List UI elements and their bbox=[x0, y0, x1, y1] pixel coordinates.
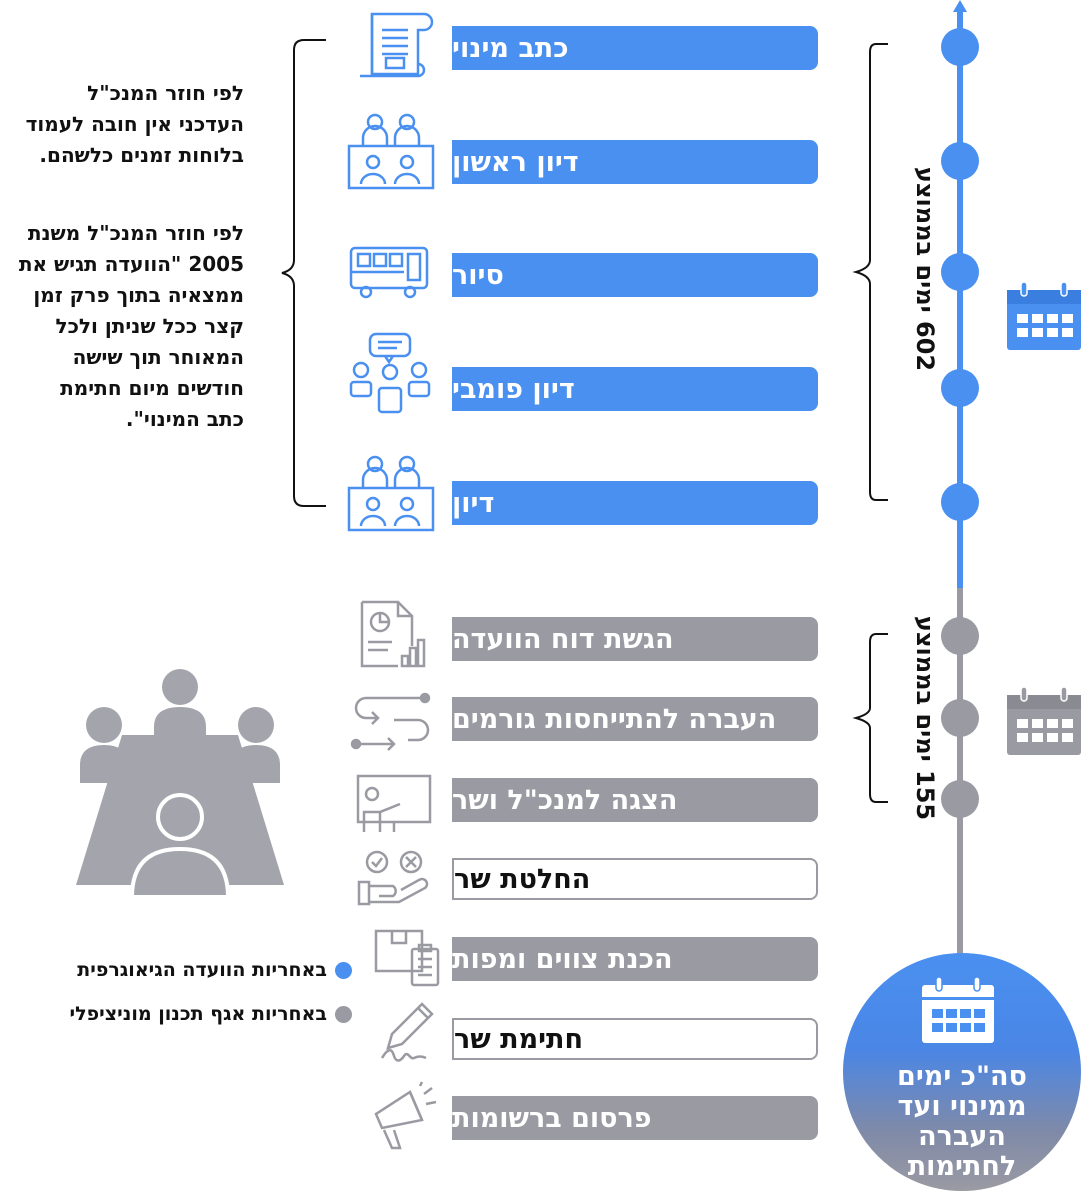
stage-transfer-for-comments: העברה להתייחסות גורמים bbox=[452, 697, 818, 741]
scroll-document-icon bbox=[360, 12, 434, 78]
stage-public-discussion: דיון פומבי bbox=[452, 367, 818, 411]
transfer-arrows-icon bbox=[350, 692, 431, 751]
presentation-board-icon bbox=[356, 774, 432, 832]
duration-blue: 602 ימים בממוצע bbox=[911, 166, 939, 372]
timeline-dot bbox=[941, 369, 979, 407]
timeline-line-gray bbox=[957, 588, 963, 968]
meeting-table-icon bbox=[76, 669, 284, 899]
stage-label: הגשת דוח הוועדה bbox=[452, 623, 674, 655]
side-note-paragraph: לפי חוזר המנכ"ל העדכני אין חובה לעמוד בל… bbox=[25, 81, 244, 167]
stage-label: העברה להתייחסות גורמים bbox=[452, 703, 777, 735]
total-days-label: סה"כ ימים ממינוי ועד העברה לחתימות bbox=[897, 1061, 1027, 1182]
legend-dot bbox=[335, 1005, 352, 1023]
stage-label: סיור bbox=[452, 259, 504, 291]
committee-meeting-icon bbox=[347, 113, 435, 190]
calendar-icon bbox=[922, 976, 994, 1043]
stage-first-discussion: דיון ראשון bbox=[452, 140, 818, 184]
timeline-dot bbox=[941, 617, 979, 655]
stage-label: פרסום ברשומות bbox=[452, 1102, 652, 1134]
committee-meeting-icon bbox=[347, 455, 435, 532]
timeline-line-blue bbox=[957, 8, 963, 588]
calendar-icon bbox=[1007, 686, 1081, 755]
right-brace bbox=[852, 633, 888, 803]
timeline-arrow-head bbox=[953, 0, 967, 12]
clipboard-box-icon bbox=[374, 929, 440, 987]
legend-label: באחריות אגף תכנון מוניציפלי bbox=[69, 1003, 327, 1025]
stage-orders-maps: הכנת צווים ומפות bbox=[452, 937, 818, 981]
report-chart-icon bbox=[360, 600, 426, 668]
timeline-dot bbox=[941, 253, 979, 291]
legend-label: באחריות הוועדה הגיאוגרפית bbox=[77, 959, 327, 981]
pen-signature-icon bbox=[380, 1002, 434, 1062]
decision-hand-icon bbox=[357, 850, 429, 906]
stage-label: החלטת שר bbox=[454, 863, 591, 895]
stage-committee-report: הגשת דוח הוועדה bbox=[452, 617, 818, 661]
stage-minister-signature: חתימת שר bbox=[452, 1018, 818, 1060]
stage-tour: סיור bbox=[452, 253, 818, 297]
legend-dot bbox=[335, 961, 352, 979]
side-note-paragraph: לפי חוזר המנכ"ל משנת 2005 "הוועדה תגיש א… bbox=[18, 221, 244, 431]
stage-label: דיון ראשון bbox=[452, 146, 579, 178]
public-discussion-icon bbox=[349, 332, 431, 414]
stage-appointment-letter: כתב מינוי bbox=[452, 26, 818, 70]
bus-icon bbox=[349, 246, 429, 299]
stage-minister-decision: החלטת שר bbox=[452, 858, 818, 900]
timeline-dot bbox=[941, 780, 979, 818]
stage-publication: פרסום ברשומות bbox=[452, 1096, 818, 1140]
stage-label: דיון פומבי bbox=[452, 373, 575, 405]
timeline-dot bbox=[941, 28, 979, 66]
timeline-dot bbox=[941, 142, 979, 180]
stage-label: הצגה למנכ"ל ושר bbox=[452, 784, 678, 816]
stage-label: דיון bbox=[452, 487, 495, 519]
calendar-icon bbox=[1007, 281, 1081, 350]
stage-presentation: הצגה למנכ"ל ושר bbox=[452, 778, 818, 822]
megaphone-icon bbox=[374, 1081, 437, 1150]
legend-item-municipal-planning: באחריות אגף תכנון מוניציפלי bbox=[70, 1003, 352, 1025]
timeline-dot bbox=[941, 483, 979, 521]
legend-item-geographic-committee: באחריות הוועדה הגיאוגרפית bbox=[77, 959, 352, 981]
right-brace bbox=[852, 43, 888, 501]
stage-label: כתב מינוי bbox=[452, 32, 569, 64]
timeline-dot bbox=[941, 699, 979, 737]
left-brace bbox=[281, 39, 326, 507]
stage-discussion: דיון bbox=[452, 481, 818, 525]
stage-label: הכנת צווים ומפות bbox=[452, 943, 673, 975]
stage-label: חתימת שר bbox=[454, 1023, 584, 1055]
duration-gray: 155 ימים בממוצע bbox=[911, 615, 939, 821]
